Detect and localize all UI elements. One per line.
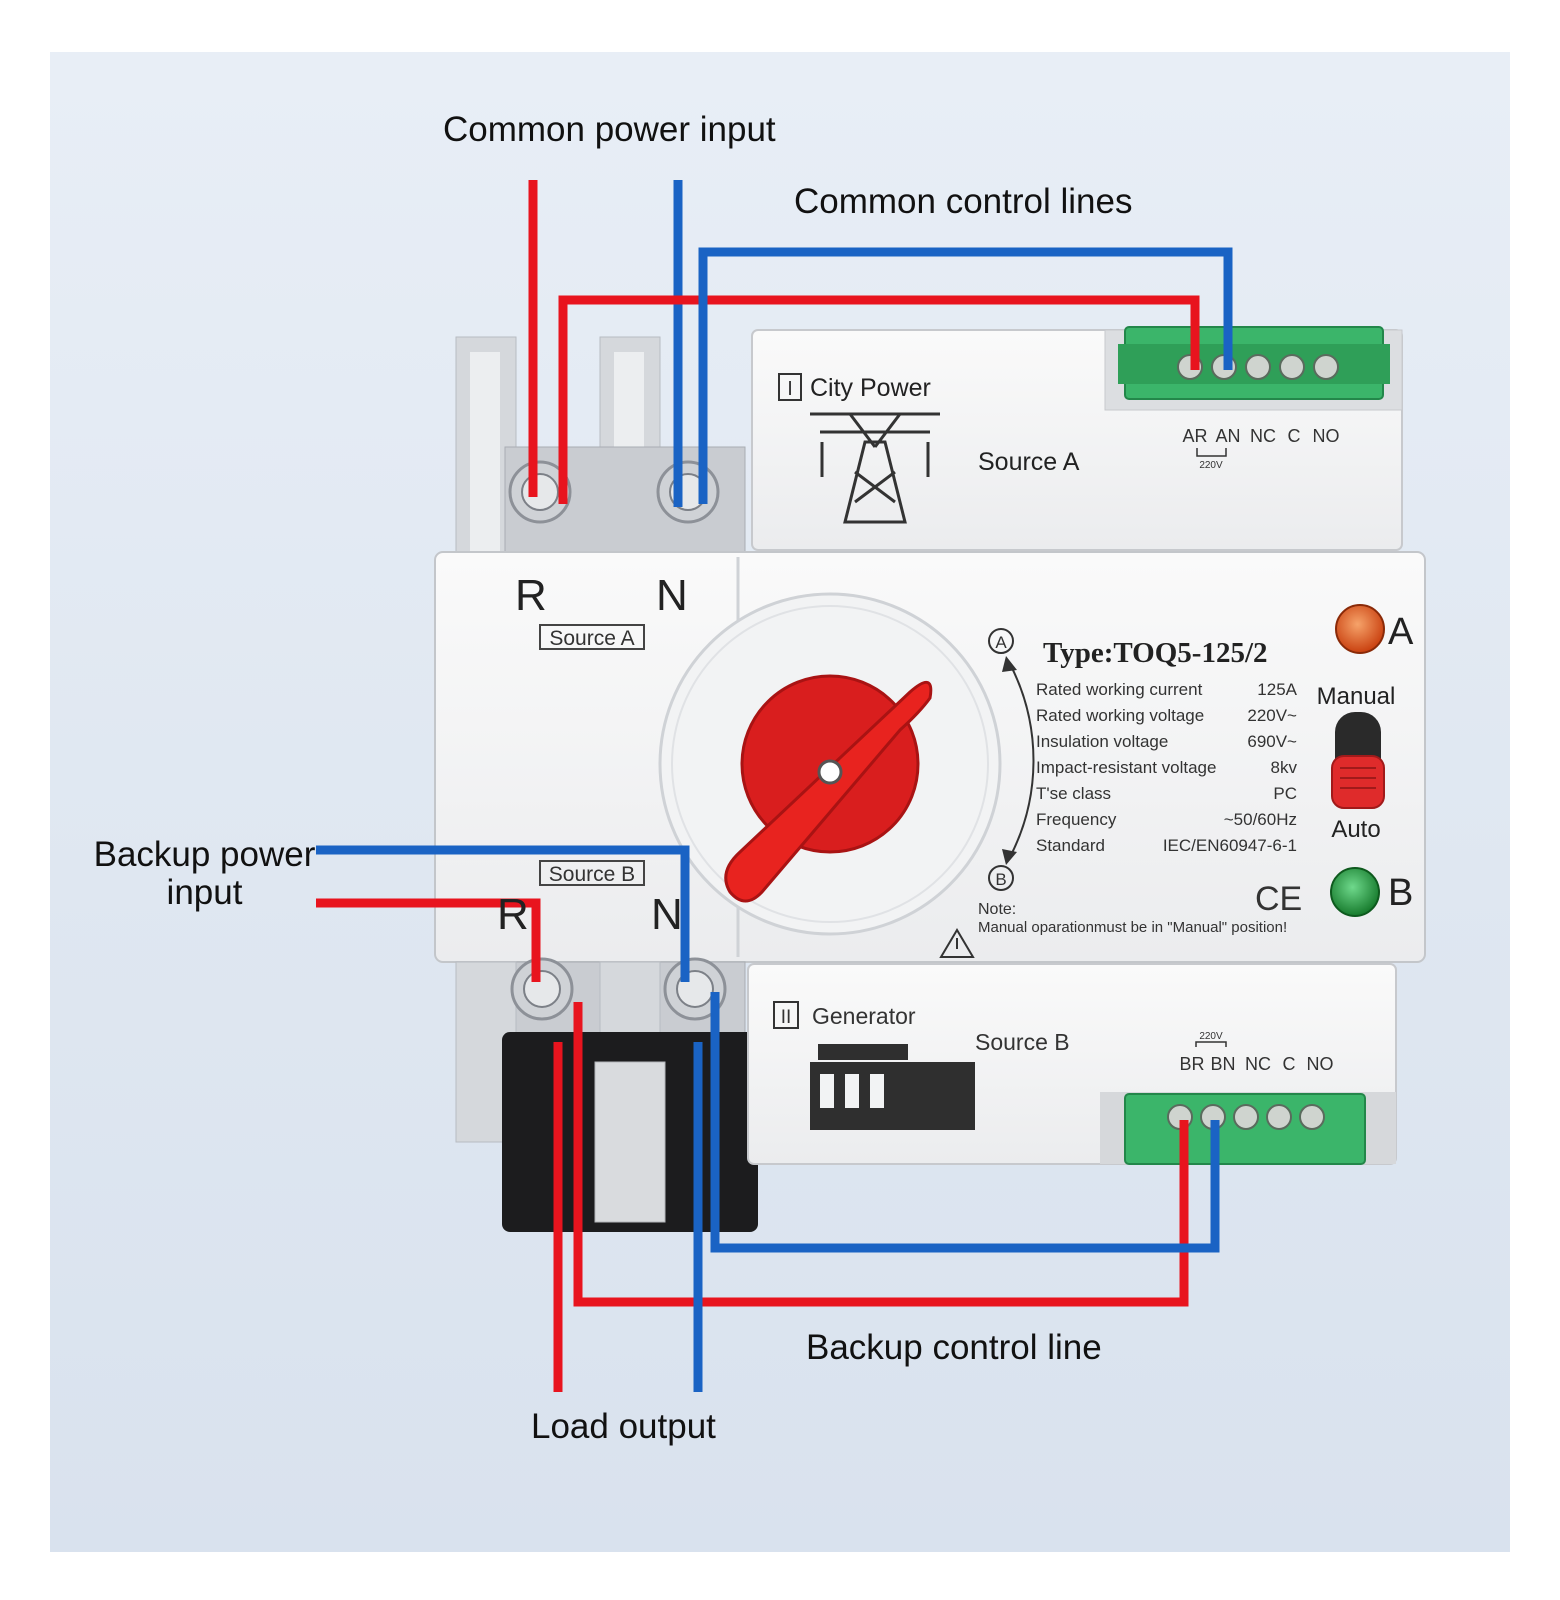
- lamp-b-icon: [1330, 867, 1380, 917]
- wire-backup-neutral: [316, 845, 690, 982]
- top-terminal-screws: [508, 460, 720, 524]
- top-right-terminal-label: N: [656, 571, 688, 620]
- nameplate-type: Type:TOQ5-125/2: [1043, 637, 1268, 669]
- source-b-terminal-5: NO: [1307, 1054, 1334, 1074]
- source-b-terminal-block: [1124, 1093, 1366, 1165]
- top-left-terminal-label: R: [515, 571, 547, 620]
- spec-label-7: Standard: [1036, 836, 1105, 855]
- bottom-right-terminal-label: N: [651, 890, 683, 939]
- source-b-voltage: 220V: [1199, 1031, 1223, 1042]
- spec-value-4: 8kv: [1271, 758, 1298, 777]
- source-b-terminal-4: C: [1283, 1054, 1296, 1074]
- callout-common-control-lines: Common control lines: [794, 182, 1133, 221]
- source-b-title: Generator: [812, 1003, 916, 1029]
- auto-label: Auto: [1331, 816, 1380, 843]
- callout-backup-power-input-line2: input: [166, 873, 243, 912]
- note-text: Manual oparationmust be in "Manual" posi…: [978, 919, 1287, 936]
- spec-label-3: Insulation voltage: [1036, 732, 1168, 751]
- indicator-a-label: A: [1388, 611, 1414, 653]
- source-b-label: Source B: [975, 1029, 1070, 1055]
- spec-value-2: 220V~: [1247, 706, 1297, 725]
- wiring-diagram: R N Source A Source B R N I City Power S…: [316, 180, 1426, 1392]
- warning-icon: [939, 928, 975, 958]
- source-a-terminal-2: AN: [1215, 426, 1240, 446]
- note-title: Note:: [978, 901, 1016, 918]
- source-a-terminal-block: [1118, 326, 1390, 400]
- callout-load-output: Load output: [531, 1407, 716, 1446]
- generator-icon: [810, 1044, 975, 1130]
- spec-label-1: Rated working current: [1036, 680, 1203, 699]
- wire-control-b-live: [573, 1002, 1189, 1307]
- source-a-terminal-5: NO: [1313, 426, 1340, 446]
- spec-value-6: ~50/60Hz: [1224, 810, 1297, 829]
- spec-value-1: 125A: [1257, 680, 1297, 699]
- callout-backup-power-input: Backup power input: [72, 836, 337, 912]
- source-a-voltage: 220V: [1199, 460, 1223, 471]
- spec-label-5: T'se class: [1036, 784, 1111, 803]
- manual-label: Manual: [1317, 683, 1396, 710]
- source-b-terminal-2: BN: [1210, 1054, 1235, 1074]
- lamp-a-icon: [1335, 604, 1385, 654]
- rotary-pos-a: A: [995, 633, 1007, 652]
- wiring: [316, 180, 1233, 1392]
- spec-value-5: PC: [1273, 784, 1297, 803]
- bottom-terminal-screws: [510, 957, 727, 1021]
- indicator-b-label: B: [1388, 872, 1413, 914]
- power-tower-icon: [810, 412, 940, 524]
- bottom-source-tag: Source B: [549, 863, 635, 886]
- source-b-terminal-1: BR: [1179, 1054, 1204, 1074]
- source-a-title: City Power: [810, 374, 931, 402]
- callout-common-power-input: Common power input: [443, 110, 776, 149]
- top-source-tag: Source A: [549, 627, 634, 650]
- source-a-terminal-1: AR: [1182, 426, 1207, 446]
- spec-label-6: Frequency: [1036, 810, 1117, 829]
- wire-control-b-neutral: [710, 992, 1220, 1253]
- wire-control-a-live: [558, 295, 1200, 504]
- spec-value-3: 690V~: [1247, 732, 1297, 751]
- callout-backup-power-input-line1: Backup power: [93, 835, 316, 874]
- source-a-label: Source A: [978, 448, 1080, 476]
- source-b-roman: II: [781, 1007, 792, 1028]
- spec-label-4: Impact-resistant voltage: [1036, 758, 1216, 777]
- rotary-switch[interactable]: [658, 592, 1002, 936]
- source-a-terminal-3: NC: [1250, 426, 1276, 446]
- rotary-pos-b: B: [995, 870, 1006, 889]
- manual-auto-toggle[interactable]: [1331, 712, 1385, 809]
- spec-value-7: IEC/EN60947-6-1: [1163, 836, 1297, 855]
- callout-backup-control-line: Backup control line: [806, 1328, 1102, 1367]
- ce-mark: CE: [1255, 880, 1302, 918]
- bottom-left-terminal-label: R: [497, 890, 529, 939]
- diagram-panel: R N Source A Source B R N I City Power S…: [50, 52, 1510, 1552]
- source-a-terminal-4: C: [1288, 426, 1301, 446]
- source-b-terminal-3: NC: [1245, 1054, 1271, 1074]
- wire-control-a-neutral: [698, 247, 1233, 504]
- spec-label-2: Rated working voltage: [1036, 706, 1204, 725]
- wire-backup-live: [316, 898, 541, 982]
- source-a-roman: I: [787, 378, 793, 400]
